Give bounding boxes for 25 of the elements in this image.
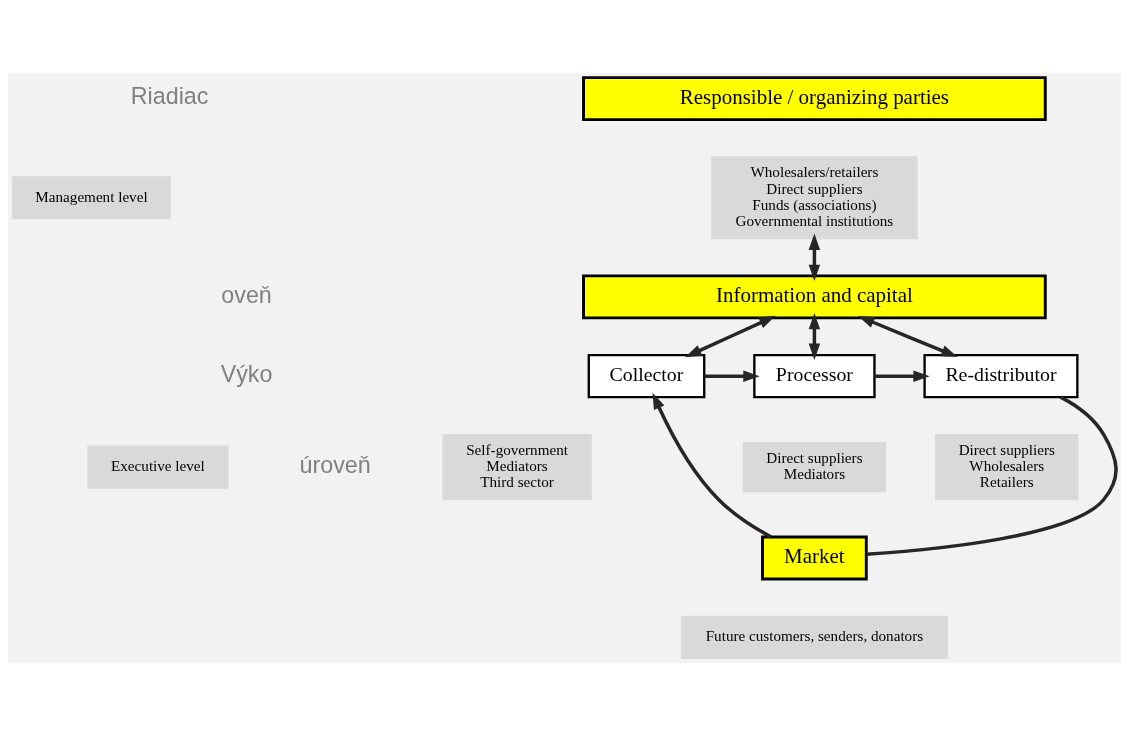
node-box: Future customers, senders, donators [680, 615, 948, 659]
node-box: Self-government Mediators Third sector [442, 433, 592, 500]
arrow [685, 315, 776, 357]
arrow [652, 392, 773, 539]
node-box: Market [761, 535, 868, 580]
arrow [704, 369, 760, 382]
node-box: Information and capital [582, 273, 1047, 319]
node-box: Collector [587, 353, 706, 398]
node-box: Executive level [87, 445, 229, 489]
node-box: Direct suppliers Mediators [742, 441, 887, 492]
arrow [808, 312, 821, 360]
connector [866, 395, 1118, 556]
label: oveň [221, 281, 272, 308]
node-box: Responsible / organizing parties [582, 75, 1047, 121]
node-box: Processor [753, 353, 876, 398]
arrow [858, 315, 958, 357]
label: úroveň [299, 451, 371, 478]
node-box: Management level [12, 175, 171, 219]
arrow [808, 233, 821, 281]
node-box: Direct suppliers Wholesalers Retailers [935, 433, 1079, 500]
label: Riadiac [130, 82, 209, 109]
node-box: Re-distributor [923, 353, 1079, 398]
label: Výko [220, 360, 273, 387]
arrow [874, 369, 930, 382]
node-box: Wholesalers/retailers Direct suppliers Funds (associations) Governmental institutions [711, 155, 918, 239]
